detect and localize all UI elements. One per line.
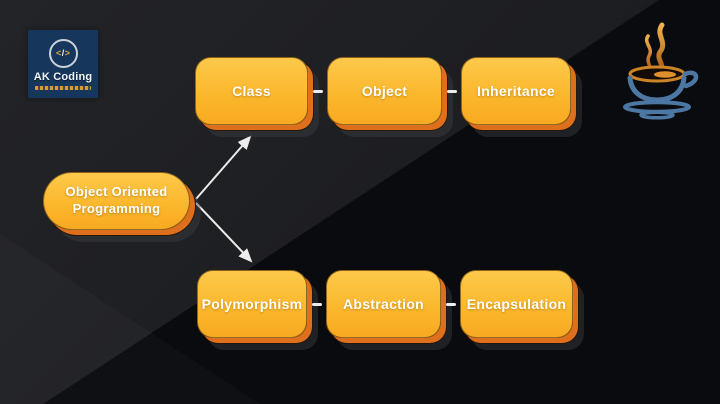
- bottom-row: Polymorphism Abstraction Encapsulation: [197, 270, 573, 338]
- node-inheritance: Inheritance: [461, 57, 571, 125]
- code-icon-right-bracket: >: [64, 47, 71, 58]
- connector-dash: [311, 302, 322, 306]
- java-coffee-cup-icon: [623, 22, 699, 120]
- node-object: Object: [327, 57, 442, 125]
- node-root: Object Oriented Programming: [43, 172, 190, 230]
- node-class: Class: [195, 57, 308, 125]
- logo-tagline-bar: [35, 85, 91, 90]
- top-row: Class Object Inheritance: [195, 57, 571, 125]
- node-encapsulation: Encapsulation: [460, 270, 573, 338]
- node-abstraction: Abstraction: [326, 270, 441, 338]
- connector-dash: [312, 89, 323, 93]
- code-icon-slash: /: [61, 47, 65, 58]
- connector-dash: [445, 302, 456, 306]
- code-icon: </>: [48, 38, 78, 68]
- logo-title: AK Coding: [33, 70, 93, 83]
- brand-logo: </> AK Coding: [28, 30, 98, 98]
- connector-dash: [446, 89, 457, 93]
- code-icon-left-bracket: <: [55, 47, 62, 58]
- node-polymorphism: Polymorphism: [197, 270, 307, 338]
